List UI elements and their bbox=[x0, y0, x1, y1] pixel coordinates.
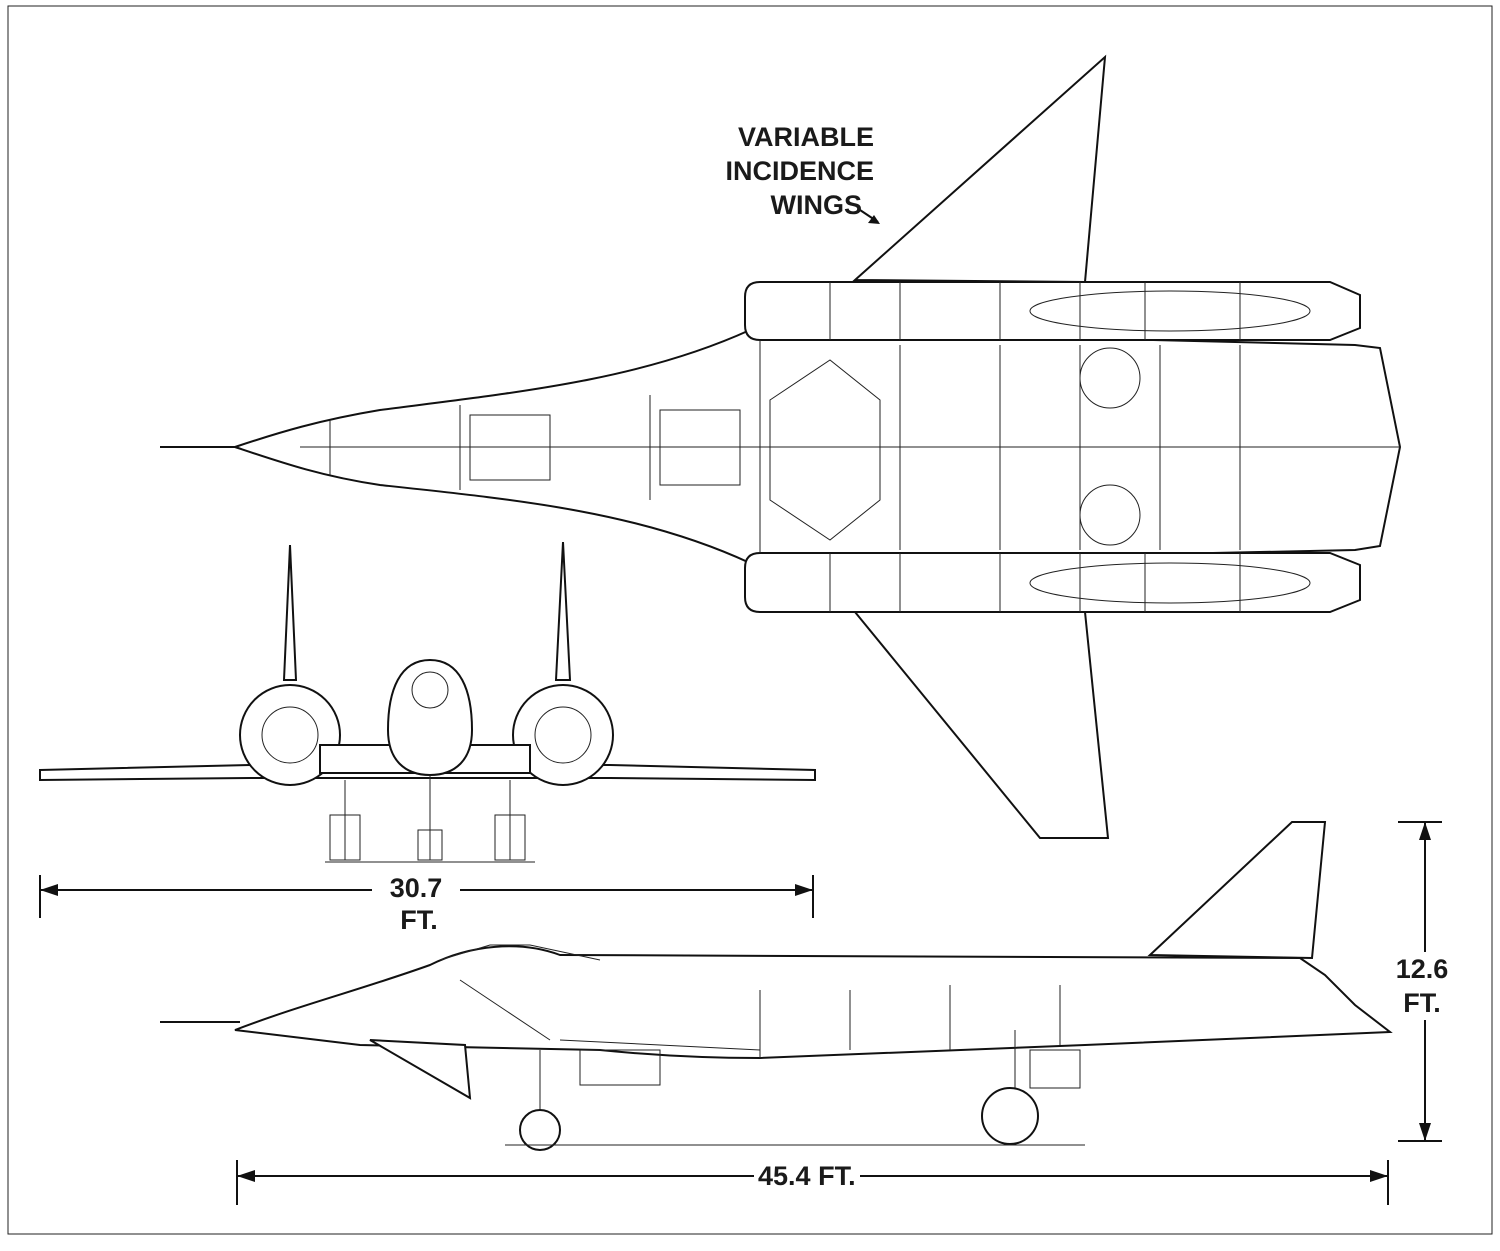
front-fin-left bbox=[282, 544, 298, 681]
top-nacelle-upper bbox=[744, 281, 1361, 341]
side-wing bbox=[369, 1039, 472, 1100]
length-unit: FT. bbox=[818, 1161, 856, 1191]
front-fin-right bbox=[554, 541, 572, 681]
height-unit: FT. bbox=[1383, 986, 1461, 1020]
span-unit: FT. bbox=[400, 905, 438, 935]
front-nacelle-right bbox=[512, 684, 614, 786]
top-nacelle-lower bbox=[744, 552, 1361, 613]
page-border bbox=[7, 5, 1493, 1235]
nose-wheel bbox=[519, 1109, 561, 1151]
front-view bbox=[39, 541, 816, 863]
callout-line-2: INCIDENCE bbox=[725, 156, 874, 186]
side-view bbox=[160, 821, 1393, 1151]
side-fuselage bbox=[234, 945, 1393, 1060]
callout-label: VARIABLE INCIDENCE WINGS bbox=[690, 120, 878, 222]
front-fuselage bbox=[386, 658, 474, 777]
main-wheel bbox=[981, 1087, 1039, 1145]
length-label: 45.4 FT. bbox=[754, 1159, 860, 1193]
top-wing-lower bbox=[852, 611, 1110, 839]
callout-line-3: WINGS bbox=[770, 190, 863, 220]
side-fin bbox=[1147, 821, 1327, 960]
top-view bbox=[160, 54, 1402, 839]
span-value: 30.7 bbox=[372, 871, 460, 905]
height-value: 12.6 bbox=[1383, 952, 1461, 986]
callout-line-1: VARIABLE bbox=[737, 122, 874, 152]
length-value: 45.4 bbox=[758, 1161, 811, 1191]
top-wing-upper bbox=[852, 54, 1107, 284]
front-nacelle-left bbox=[239, 684, 341, 786]
